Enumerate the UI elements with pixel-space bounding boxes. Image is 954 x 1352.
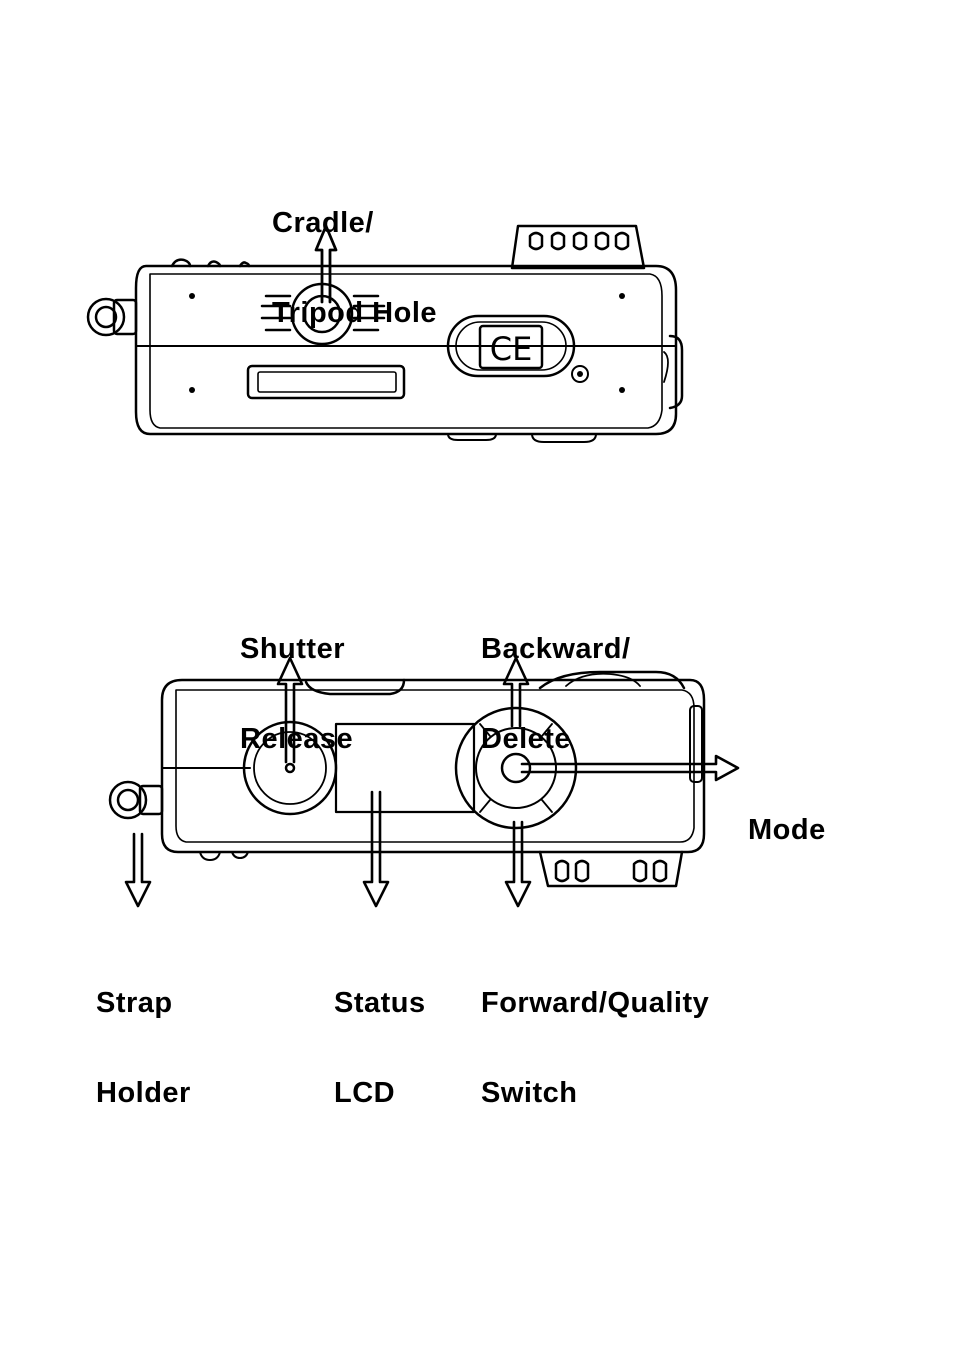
label-line: Status: [334, 987, 426, 1019]
mode-dial-bottom: [538, 850, 684, 888]
label-line: Cradle/: [272, 207, 374, 239]
label-line: Shutter: [240, 633, 345, 665]
arrow-forward: [504, 820, 532, 908]
status-lcd-screen: [334, 722, 476, 814]
arrow-tripod: [314, 224, 338, 304]
label-line: Release: [240, 723, 354, 755]
mode-dial-top: [510, 224, 646, 270]
label-mode: Mode: [748, 755, 826, 875]
label-backward-delete: Backward/ Delete: [481, 574, 631, 784]
camera-top-body-outline: [160, 678, 706, 854]
mode-control-pad: [454, 706, 578, 830]
camera-top-view: [108, 656, 740, 908]
camera-body-outline: [134, 264, 678, 436]
label-line: Delete: [481, 723, 572, 755]
label-strap-holder: Strap Holder: [96, 928, 191, 1138]
arrow-status: [362, 790, 390, 908]
label-line: Strap: [96, 987, 173, 1019]
label-forward-quality-switch: Forward/Quality Switch: [481, 928, 709, 1138]
label-line: Tripod Hole: [272, 297, 437, 329]
arrow-backward: [502, 656, 530, 728]
label-status-lcd: Status LCD: [334, 928, 426, 1138]
label-line: Holder: [96, 1077, 191, 1109]
camera-bottom-view: CE: [86, 224, 684, 443]
label-line: Forward/Quality: [481, 987, 710, 1019]
strap-holder: [108, 780, 164, 820]
battery-door: [246, 364, 406, 400]
arrow-strap: [124, 832, 152, 908]
label-cradle-tripod-hole: Cradle/ Tripod Hole: [272, 148, 437, 358]
label-line: Mode: [748, 814, 826, 846]
arrow-mode: [520, 754, 740, 782]
ce-label-plate: CE: [446, 314, 576, 378]
arrow-shutter: [276, 656, 304, 764]
strap-loop-left: [86, 297, 138, 337]
label-line: Switch: [481, 1077, 578, 1109]
label-line: Backward/: [481, 633, 631, 665]
label-line: LCD: [334, 1077, 396, 1109]
ce-mark: CE: [490, 330, 533, 368]
label-shutter-release: Shutter Release: [240, 574, 353, 784]
